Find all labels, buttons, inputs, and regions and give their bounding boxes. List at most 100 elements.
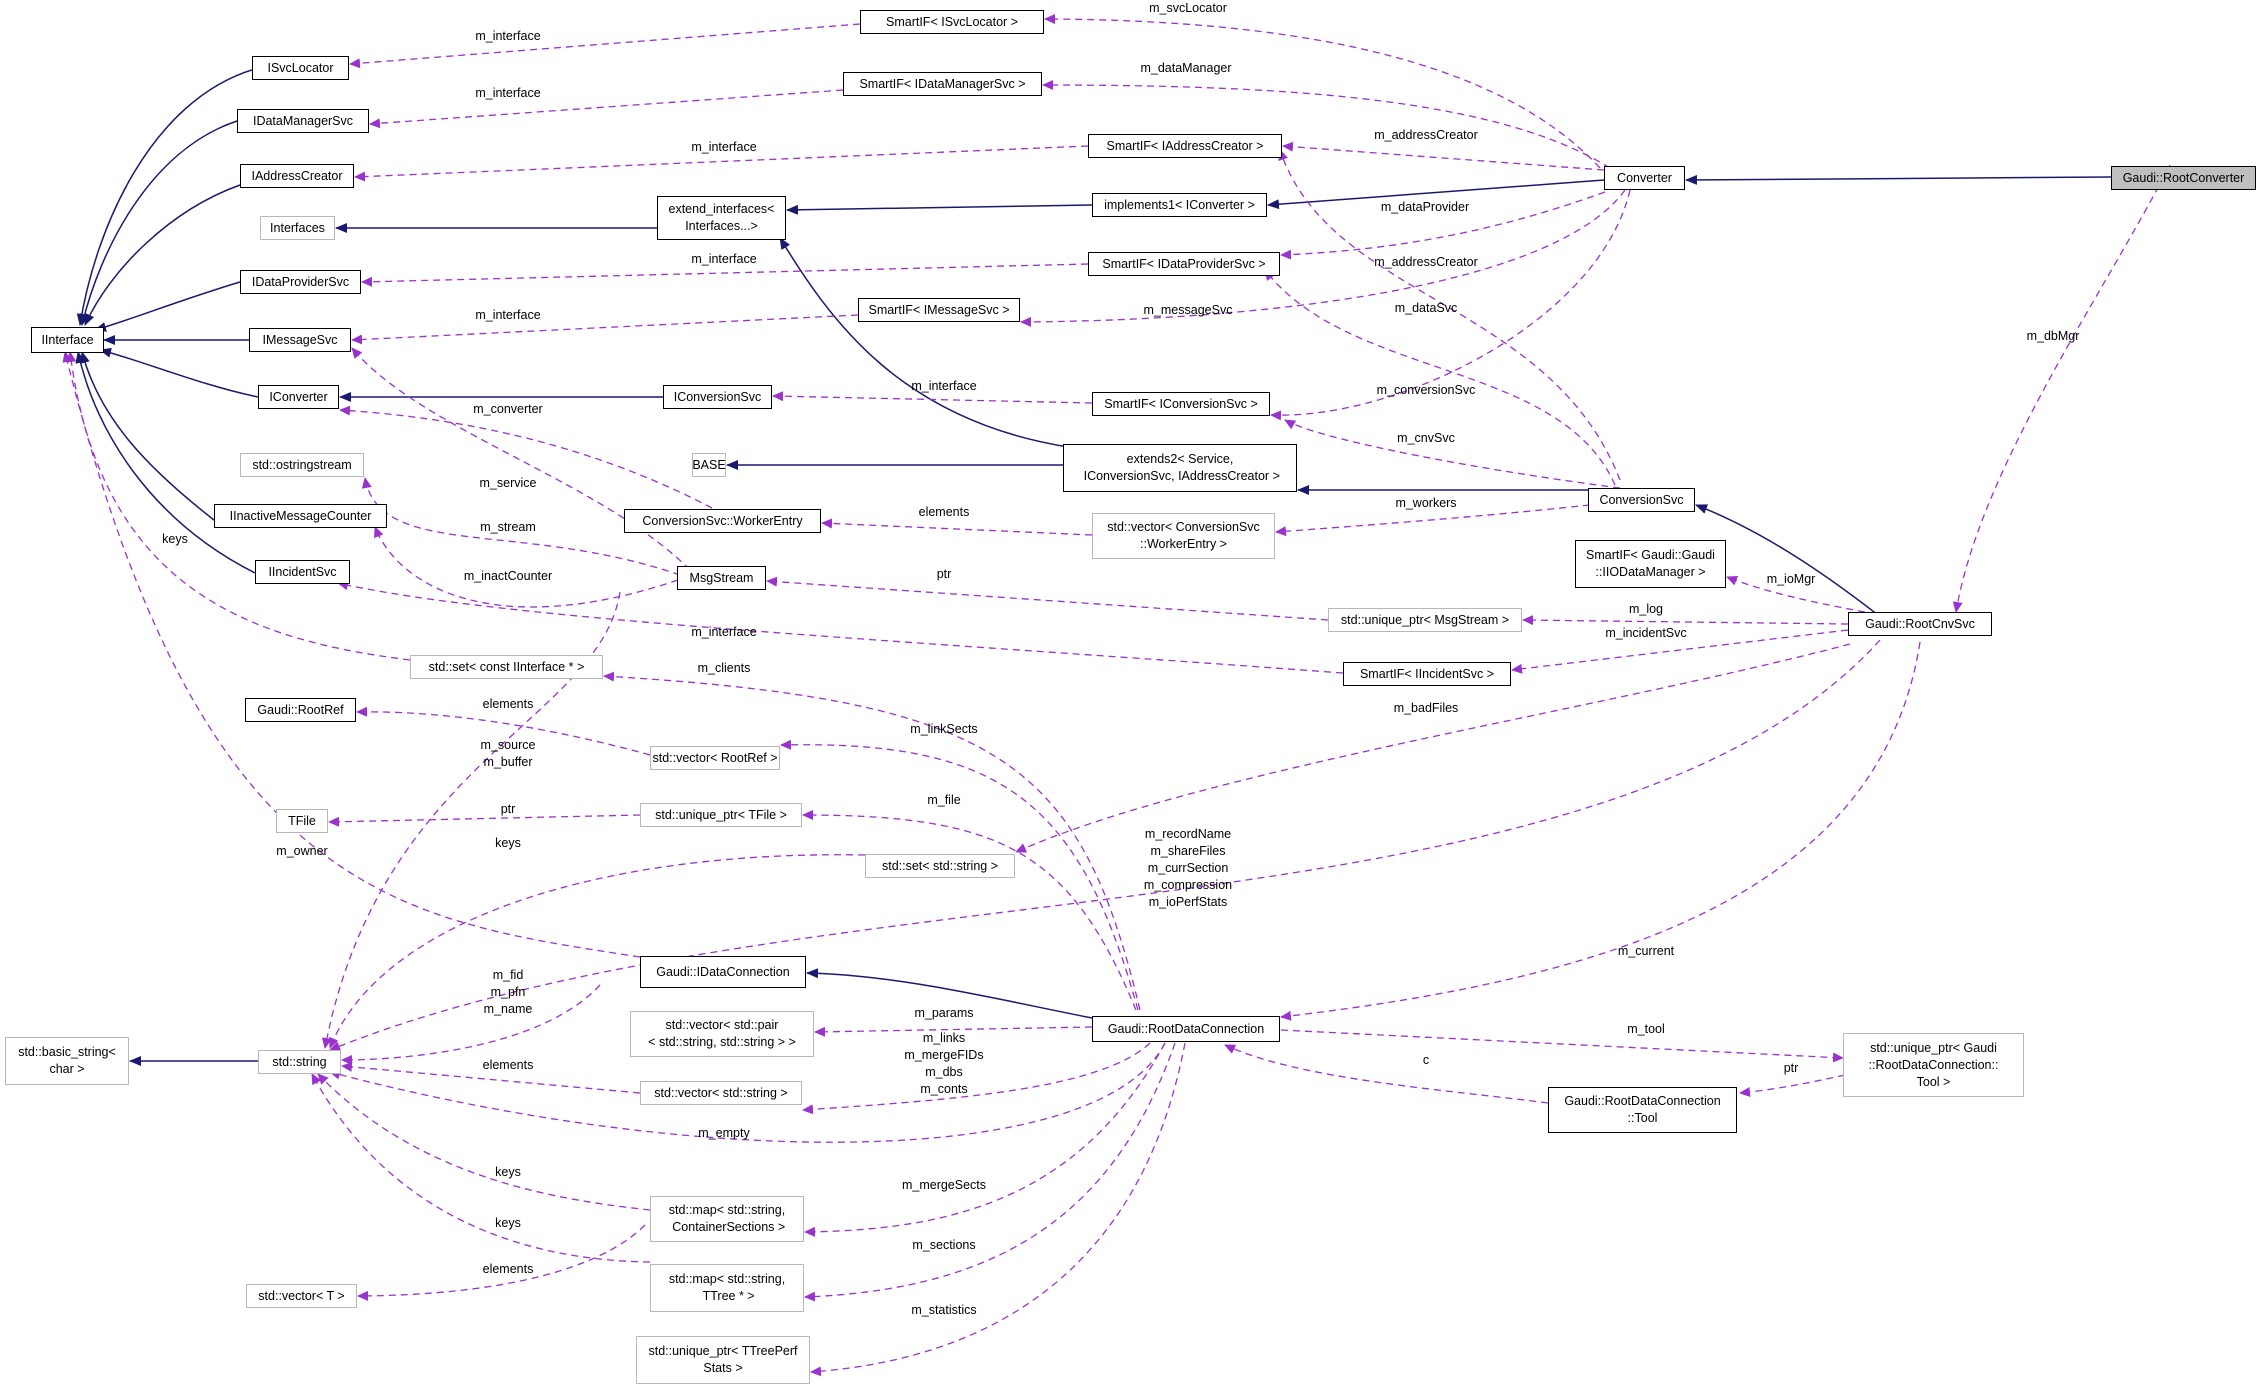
class-node-basic-string[interactable]: std::basic_string< char > — [5, 1037, 129, 1085]
class-node-string[interactable]: std::string — [258, 1050, 341, 1074]
edge-msgstream-iinactivemessagecounter — [374, 526, 679, 608]
edge-label-ptr-msgstream: ptr — [937, 567, 952, 581]
class-node-unique-ptr-ttreeperfstats[interactable]: std::unique_ptr< TTreePerf Stats > — [636, 1336, 810, 1384]
edge-label-m-stream: m_stream — [480, 520, 536, 534]
edge-label-keys-iinterface: keys — [162, 532, 188, 546]
edge-label-m-cnvSvc: m_cnvSvc — [1397, 431, 1455, 445]
class-node-iconverter[interactable]: IConverter — [258, 385, 339, 409]
class-node-interfaces[interactable]: Interfaces — [260, 216, 335, 240]
edge-label-elements-vector-t: elements — [483, 1262, 534, 1276]
edge-set-iinterface-iinterface — [66, 351, 411, 661]
class-node-workerentry[interactable]: ConversionSvc::WorkerEntry — [624, 509, 821, 533]
class-node-rootcnvsvc[interactable]: Gaudi::RootCnvSvc — [1848, 612, 1992, 636]
class-node-msgstream[interactable]: MsgStream — [677, 566, 766, 590]
class-node-converter[interactable]: Converter — [1604, 166, 1685, 190]
edge-label-m-statistics: m_statistics — [911, 1303, 976, 1317]
class-node-implements1[interactable]: implements1< IConverter > — [1092, 193, 1267, 217]
class-node-smartif-iincidentsvc[interactable]: SmartIF< IIncidentSvc > — [1343, 662, 1511, 686]
edge-label-m-tool: m_tool — [1627, 1022, 1665, 1036]
edge-isvclocator-iinterface — [76, 68, 256, 326]
edge-label-ptr-tool: ptr — [1784, 1061, 1799, 1075]
class-node-vector-pair[interactable]: std::vector< std::pair < std::string, st… — [630, 1011, 814, 1057]
edge-label-m-service: m_service — [480, 476, 537, 490]
class-node-smartif-imessagesvc[interactable]: SmartIF< IMessageSvc > — [858, 298, 1020, 322]
class-node-smartif-idatamanagersvc[interactable]: SmartIF< IDataManagerSvc > — [843, 72, 1042, 96]
edge-idataconnection-iinterface — [62, 351, 641, 958]
class-node-vector-rootref[interactable]: std::vector< RootRef > — [650, 746, 780, 770]
edge-label-keys-map-1: keys — [495, 1165, 521, 1179]
class-node-idataconnection[interactable]: Gaudi::IDataConnection — [640, 956, 806, 988]
class-node-idatamanagersvc[interactable]: IDataManagerSvc — [237, 109, 369, 133]
class-node-iaddresscreator[interactable]: IAddressCreator — [240, 164, 354, 188]
edge-iconverter-iinterface — [99, 347, 259, 398]
edge-smartif-idatamanagersvc-idatamanagersvc — [369, 89, 844, 129]
edge-label-m-conversionSvc: m_conversionSvc — [1377, 383, 1476, 397]
edge-rootdataconnection-set-iinterface — [603, 671, 1141, 1011]
class-node-idataprovidersvc[interactable]: IDataProviderSvc — [240, 270, 361, 294]
class-node-iinactivemessagecounter[interactable]: IInactiveMessageCounter — [214, 504, 387, 528]
class-node-extend-interfaces[interactable]: extend_interfaces< Interfaces...> — [657, 196, 786, 240]
edge-rootdataconnection-unique-ptr-tool — [1280, 1029, 1844, 1063]
edge-rootcnvsvc-unique-ptr-msgstream — [1522, 615, 1849, 626]
edge-rootconverter-converter — [1685, 174, 2112, 185]
class-node-set-string[interactable]: std::set< std::string > — [865, 854, 1015, 878]
edge-rootcnvsvc-rootdataconnection — [1280, 641, 1921, 1021]
class-node-set-iinterface[interactable]: std::set< const IInterface * > — [410, 655, 603, 679]
class-node-smartif-idataprovidersvc[interactable]: SmartIF< IDataProviderSvc > — [1088, 252, 1280, 276]
edge-msgstream-imessagesvc — [351, 347, 691, 571]
class-node-conversionsvc[interactable]: ConversionSvc — [1588, 488, 1695, 512]
class-node-ostringstream[interactable]: std::ostringstream — [240, 453, 364, 477]
class-node-base[interactable]: BASE — [692, 453, 726, 477]
edge-label-m-owner: m_owner — [276, 844, 327, 858]
class-node-map-containersections[interactable]: std::map< std::string, ContainerSections… — [650, 1196, 804, 1242]
edge-label-keys-map-2: keys — [495, 1216, 521, 1230]
edge-label-m-inactCounter: m_inactCounter — [464, 569, 552, 583]
edge-vector-string-string — [341, 1061, 641, 1094]
class-node-iincidentsvc[interactable]: IIncidentSvc — [255, 560, 350, 584]
edge-label-m-messageSvc: m_messageSvc — [1144, 303, 1233, 317]
class-node-smartif-iaddresscreator[interactable]: SmartIF< IAddressCreator > — [1088, 134, 1282, 158]
class-node-vector-t[interactable]: std::vector< T > — [246, 1284, 357, 1308]
edge-label-m-workers: m_workers — [1395, 496, 1456, 510]
edge-vector-rootref-rootref — [356, 706, 651, 756]
class-node-extends2[interactable]: extends2< Service, IConversionSvc, IAddr… — [1063, 444, 1297, 492]
edge-vector-workerentry-workerentry — [821, 518, 1093, 536]
class-node-vector-workerentry[interactable]: std::vector< ConversionSvc ::WorkerEntry… — [1092, 513, 1275, 559]
class-node-iconversionsvc[interactable]: IConversionSvc — [663, 385, 772, 409]
class-node-imessagesvc[interactable]: IMessageSvc — [249, 328, 351, 352]
edge-map-ttree-string — [311, 1073, 651, 1263]
edge-label-m-interface-iaddresscreator: m_interface — [691, 140, 756, 154]
edge-workerentry-iconverter — [339, 405, 713, 509]
class-node-tfile[interactable]: TFile — [276, 809, 328, 833]
edge-smartif-iconversionsvc-iconversionsvc — [772, 391, 1093, 404]
class-node-vector-string[interactable]: std::vector< std::string > — [640, 1081, 802, 1105]
edge-label-m-svcLocator: m_svcLocator — [1149, 1, 1227, 15]
edge-label-m-ioMgr: m_ioMgr — [1767, 572, 1816, 586]
class-node-smartif-iiodatamanager[interactable]: SmartIF< Gaudi::Gaudi ::IIODataManager > — [1575, 540, 1726, 588]
class-node-rootdataconnection-tool[interactable]: Gaudi::RootDataConnection ::Tool — [1548, 1087, 1737, 1133]
edge-label-c-tool: c — [1423, 1053, 1429, 1067]
class-node-rootdataconnection[interactable]: Gaudi::RootDataConnection — [1092, 1016, 1280, 1042]
class-node-unique-ptr-msgstream[interactable]: std::unique_ptr< MsgStream > — [1328, 608, 1522, 632]
class-node-unique-ptr-tfile[interactable]: std::unique_ptr< TFile > — [640, 803, 802, 827]
class-node-smartif-iconversionsvc[interactable]: SmartIF< IConversionSvc > — [1092, 392, 1270, 416]
edge-label-m-incidentSvc: m_incidentSvc — [1605, 626, 1686, 640]
edge-rootdataconnection-idataconnection — [806, 968, 1093, 1019]
edge-conversionsvc-smartif-idataprovidersvc — [1264, 269, 1616, 486]
class-node-iinterface[interactable]: IInterface — [31, 327, 104, 353]
edge-smartif-imessagesvc-imessagesvc — [351, 314, 859, 345]
class-node-unique-ptr-tool[interactable]: std::unique_ptr< Gaudi ::RootDataConnect… — [1843, 1033, 2024, 1097]
class-node-smartif-isvclocator[interactable]: SmartIF< ISvcLocator > — [860, 10, 1044, 34]
edge-idatamanagersvc-iinterface — [79, 120, 238, 326]
class-node-map-ttree[interactable]: std::map< std::string, TTree * > — [650, 1264, 804, 1312]
class-node-rootref[interactable]: Gaudi::RootRef — [245, 698, 356, 722]
class-node-isvclocator[interactable]: ISvcLocator — [252, 56, 349, 80]
edge-rootdataconnection-unique-ptr-tfile — [802, 810, 1137, 1011]
edge-converter-smartif-idatamanagersvc — [1042, 80, 1611, 169]
edge-label-m-interface-iconversionsvc: m_interface — [911, 379, 976, 393]
class-node-rootconverter[interactable]: Gaudi::RootConverter — [2111, 166, 2256, 190]
